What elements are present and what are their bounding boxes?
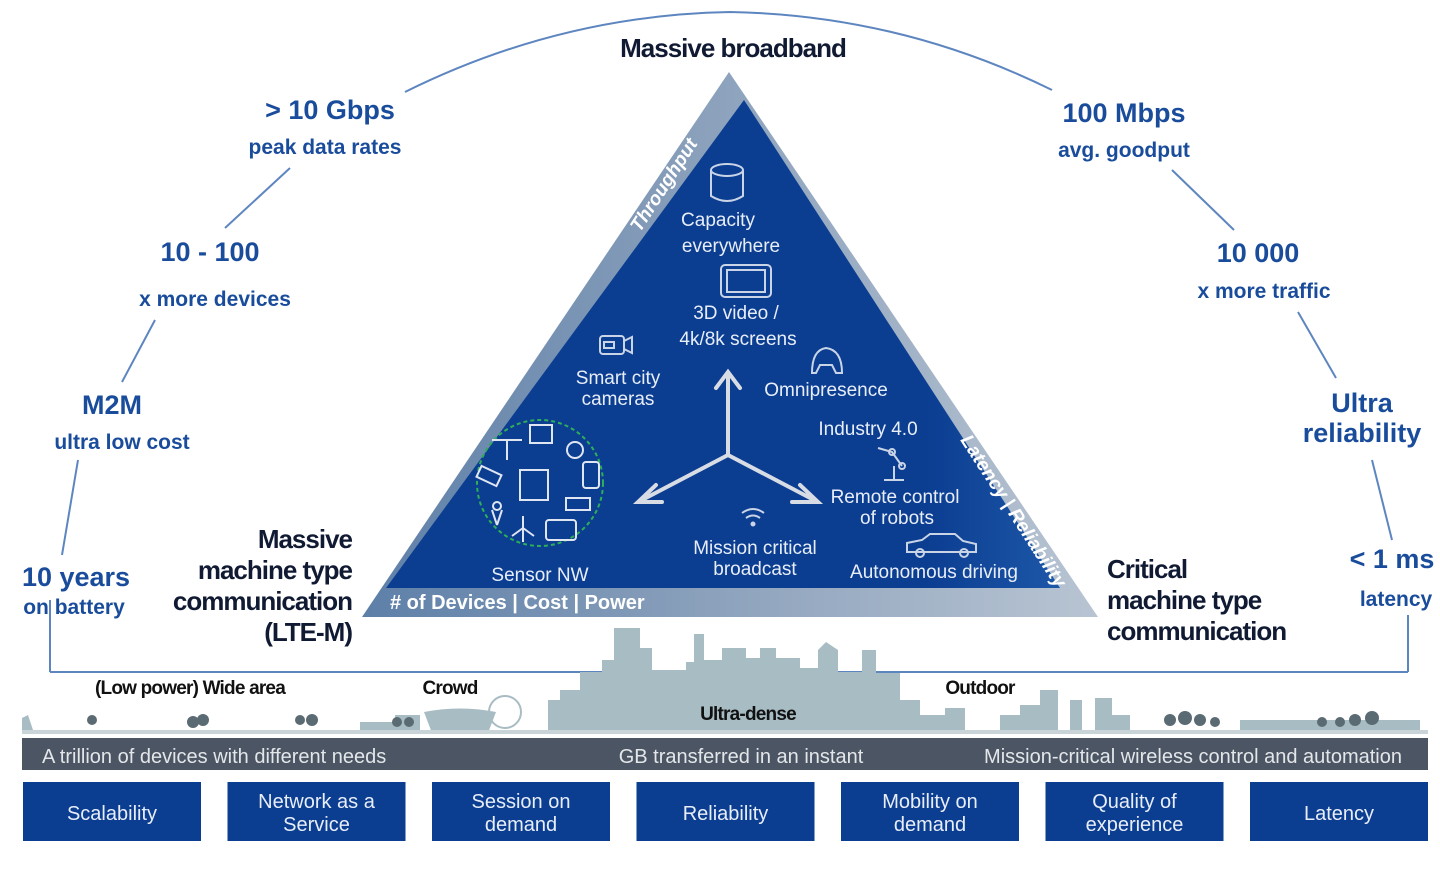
capability-box-bg: [841, 782, 1019, 841]
edge-label-devices-cost-power: # of Devices | Cost | Power: [390, 592, 645, 614]
capability-box: Reliability: [636, 782, 815, 841]
capability-box: Latency: [1250, 782, 1428, 841]
capability-box-bg: [227, 782, 406, 841]
metric-value: 100 Mbps: [1062, 98, 1185, 128]
wifi-icon: [741, 508, 765, 527]
label-robots: of robots: [860, 508, 934, 529]
corner-line: Critical: [1107, 554, 1187, 584]
metric-value: 10 years: [22, 562, 130, 592]
metric-value: 10 000: [1217, 238, 1300, 268]
capability-box-label: Session on: [472, 791, 571, 813]
requirements-band: [22, 738, 1428, 770]
label-3d-video: 4k/8k screens: [679, 329, 796, 350]
capability-box: Scalability: [23, 782, 201, 841]
left-metric-m2m: M2M ultra low cost: [54, 390, 189, 454]
capability-box-label: Network as a: [258, 791, 376, 813]
capability-box-bg: [432, 782, 610, 841]
corner-line: machine type: [1107, 585, 1262, 615]
metric-value: M2M: [82, 390, 142, 420]
label-smart-city: cameras: [582, 389, 655, 410]
area-labels: (Low power) Wide area Crowd Ultra-dense …: [95, 678, 1017, 725]
tablet-icon: [720, 264, 772, 298]
metric-caption: reliability: [1303, 418, 1422, 448]
metric-caption: x more devices: [139, 288, 291, 311]
area-outdoor: Outdoor: [945, 678, 1016, 699]
corner-line: communication: [1107, 616, 1286, 646]
area-crowd: Crowd: [422, 678, 477, 699]
label-capacity: everywhere: [682, 236, 780, 257]
metric-caption: latency: [1360, 588, 1433, 611]
label-3d-video: 3D video /: [693, 303, 779, 324]
database-icon: [710, 163, 744, 202]
band-text-gb: GB transferred in an instant: [619, 746, 864, 768]
capability-box-label: Mobility on: [882, 791, 978, 813]
corner-line: Massive: [258, 524, 353, 554]
corner-label-mmtc: Massive machine type communication (LTE-…: [173, 524, 354, 647]
band-text-mission-critical: Mission-critical wireless control and au…: [984, 746, 1402, 768]
label-smart-city: Smart city: [576, 368, 661, 389]
camera-icon: [599, 335, 633, 355]
area-wide-area: (Low power) Wide area: [95, 678, 286, 699]
capability-box-label: Latency: [1304, 803, 1374, 825]
use-case-triangle: Throughput Latency | Reliability # of De…: [362, 72, 1098, 617]
band-text-devices: A trillion of devices with different nee…: [42, 746, 386, 768]
label-robots: Remote control: [831, 487, 960, 508]
metric-value: Ultra: [1331, 388, 1393, 418]
capability-box-label: Reliability: [683, 803, 769, 825]
corner-line: (LTE-M): [264, 617, 352, 647]
capability-box-bg: [1045, 782, 1224, 841]
area-ultra-dense: Ultra-dense: [700, 704, 796, 725]
capability-box-bg: [636, 782, 815, 841]
sensor-network-icon: [475, 419, 604, 547]
capability-box-label: Scalability: [67, 803, 157, 825]
capability-box-label: Quality of: [1092, 791, 1177, 813]
capability-box-label: experience: [1086, 814, 1184, 836]
metric-caption: ultra low cost: [54, 431, 189, 454]
metric-caption: peak data rates: [249, 136, 402, 159]
metric-value: < 1 ms: [1350, 544, 1435, 574]
three-way-arrow: [632, 368, 824, 504]
triangle-inner: [386, 100, 1060, 588]
label-broadcast: Mission critical: [693, 538, 817, 559]
label-omnipresence: Omnipresence: [764, 380, 888, 401]
metric-caption: avg. goodput: [1058, 139, 1190, 162]
right-metric-reliability: Ultra reliability: [1303, 388, 1422, 448]
label-broadcast: broadcast: [713, 559, 797, 580]
corner-line: communication: [173, 586, 352, 616]
label-capacity: Capacity: [681, 210, 755, 231]
capability-box-label: demand: [894, 814, 966, 836]
corner-line: machine type: [198, 555, 353, 585]
robot-arm-icon: [877, 447, 906, 481]
label-sensor-nw: Sensor NW: [491, 565, 588, 586]
car-icon: [906, 533, 977, 558]
metric-caption: on battery: [23, 596, 125, 619]
label-autonomous-driving: Autonomous driving: [850, 562, 1018, 583]
metric-value: > 10 Gbps: [265, 95, 395, 125]
right-metric-latency: < 1 ms latency: [1350, 544, 1435, 611]
capability-box-label: demand: [485, 814, 557, 836]
right-metric-goodput: 100 Mbps avg. goodput: [1058, 98, 1190, 162]
metric-caption: x more traffic: [1197, 280, 1330, 303]
left-metric-battery: 10 years on battery: [22, 562, 130, 619]
capability-box-label: Service: [283, 814, 350, 836]
left-metric-devices: 10 - 100 x more devices: [139, 237, 291, 311]
corner-label-critical-mtc: Critical machine type communication: [1107, 554, 1287, 646]
right-metric-traffic: 10 000 x more traffic: [1197, 238, 1330, 303]
left-metric-peak-rate: > 10 Gbps peak data rates: [249, 95, 402, 159]
capability-box-bg: [23, 782, 201, 841]
skyline: [22, 628, 1428, 734]
label-industry: Industry 4.0: [818, 419, 917, 440]
capability-box-bg: [1250, 782, 1428, 841]
top-title: Massive broadband: [620, 33, 846, 63]
metric-value: 10 - 100: [160, 237, 259, 267]
gamepad-icon: [810, 346, 844, 374]
